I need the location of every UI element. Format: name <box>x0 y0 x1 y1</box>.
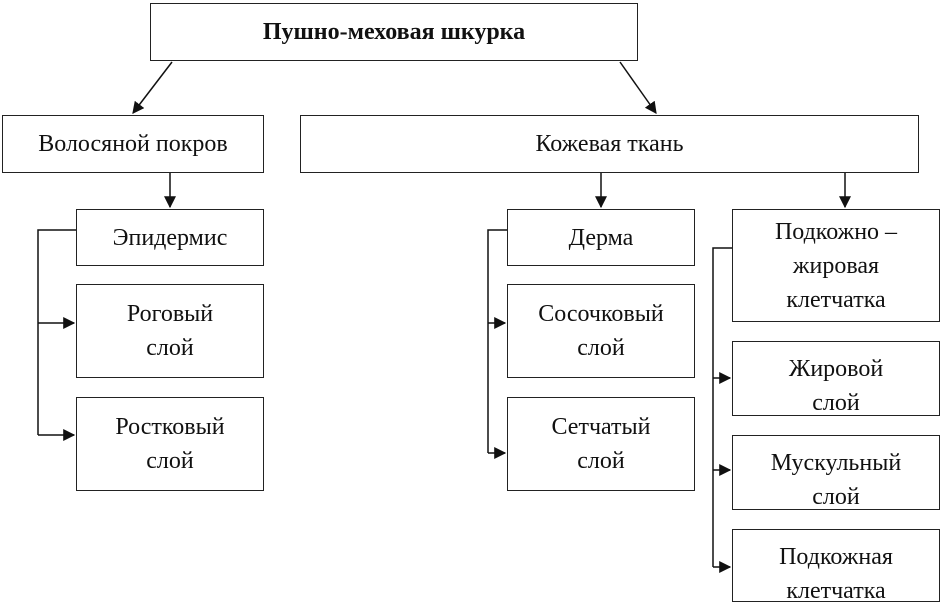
node-reticular-layer: Сетчатый слой <box>507 397 695 491</box>
node-muscle-layer-label: Мускульный слой <box>770 450 902 510</box>
node-derma: Дерма <box>507 209 695 266</box>
node-skin-tissue: Кожевая ткань <box>300 115 919 173</box>
node-fur-skin: Пушно-меховая шкурка <box>150 3 638 61</box>
node-epidermis: Эпидермис <box>76 209 264 266</box>
arrow-root-to-hair-cover <box>132 61 173 114</box>
node-subcutaneous-fat-label: Подкожно – жировая клетчатка <box>774 218 898 313</box>
node-papillary-layer: Сосочковый слой <box>507 284 695 378</box>
node-growth-layer: Ростковый слой <box>76 397 264 491</box>
node-hair-cover-label: Волосяной покров <box>38 131 228 157</box>
node-horny-layer: Роговый слой <box>76 284 264 378</box>
node-reticular-layer-label: Сетчатый слой <box>551 414 651 474</box>
node-subcutaneous-fat: Подкожно – жировая клетчатка <box>732 209 940 322</box>
node-fur-skin-label: Пушно-меховая шкурка <box>262 19 526 45</box>
node-muscle-layer: Мускульный слой <box>732 435 940 510</box>
node-subcutaneous-tissue-label: Подкожная клетчатка <box>779 544 893 602</box>
node-horny-layer-label: Роговый слой <box>126 301 214 361</box>
node-fat-layer: Жировой слой <box>732 341 940 416</box>
node-subcutaneous-tissue: Подкожная клетчатка <box>732 529 940 602</box>
node-skin-tissue-label: Кожевая ткань <box>535 131 684 157</box>
node-hair-cover: Волосяной покров <box>2 115 264 173</box>
node-fat-layer-label: Жировой слой <box>788 356 884 416</box>
bracket-derma <box>487 229 507 453</box>
node-growth-layer-label: Ростковый слой <box>115 414 225 474</box>
arrow-root-to-skin-tissue <box>619 61 657 114</box>
node-epidermis-label: Эпидермис <box>112 224 228 251</box>
node-papillary-layer-label: Сосочковый слой <box>538 301 664 361</box>
bracket-epidermis <box>37 229 76 435</box>
bracket-subcutaneous <box>712 247 732 567</box>
node-derma-label: Дерма <box>568 224 634 251</box>
